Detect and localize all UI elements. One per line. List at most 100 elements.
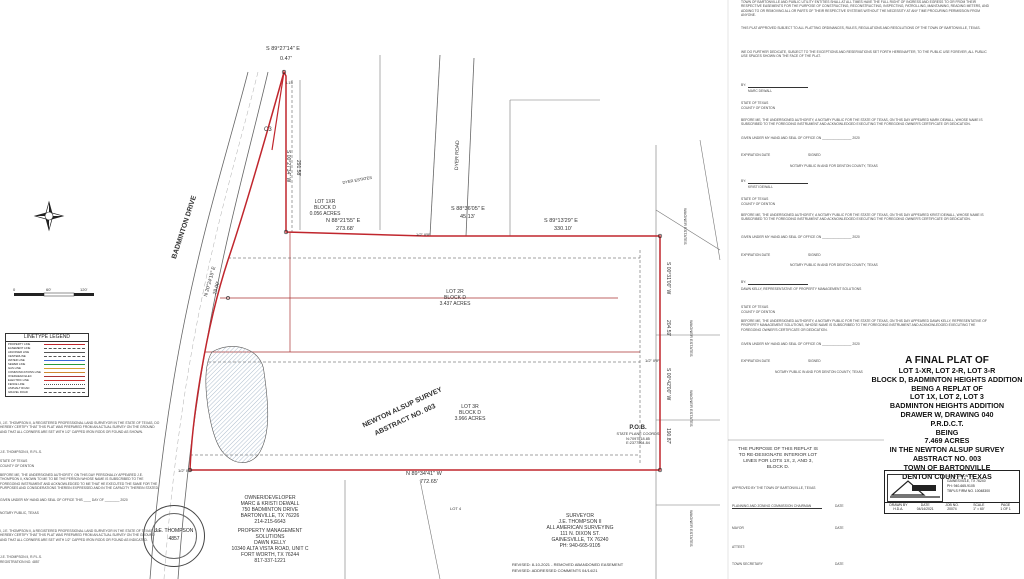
title-line: LOT 1X, LOT 2, LOT 3 (910, 392, 984, 402)
registration-number: REGISTRATION NO. 4857 (0, 560, 40, 564)
distance-south: 772.65' (420, 479, 438, 485)
sheet-drawn-header: DRAWN BY (889, 503, 908, 507)
pm-name: DAWN KELLY (254, 540, 286, 546)
owner-address-2: BARTONVILLE, TX 76226 (240, 513, 300, 519)
surveyor-address-2: GAINESVILLE, TX 76240 (551, 537, 609, 543)
title-line: BEING (935, 427, 959, 437)
distance-lot2-north: 330.10' (554, 226, 572, 232)
legend-item: ASPHALT ROAD (6, 386, 88, 390)
scale-bar (14, 292, 94, 297)
signed-label: SIGNED (808, 253, 821, 257)
north-arrow-icon (33, 200, 65, 232)
pob-coords: STATE PLANE COORDS (616, 432, 660, 436)
monument (187, 467, 193, 473)
sheet-job-value: 20074 (947, 507, 957, 511)
adjoiner-label: WAGNER ESTATES (689, 390, 694, 427)
pob-northing: N:7097518.85 (626, 436, 650, 441)
surveyor-certificate: I, J.E. THOMPSON II, A REGISTERED PROFES… (0, 421, 160, 434)
notary-public-label: NOTARY PUBLIC IN AND FOR DENTON COUNTY, … (790, 263, 878, 267)
surveyor-phone: PH: 940-665-9105 (559, 543, 601, 549)
by-label: BY: (741, 83, 747, 87)
surveyor-certificate-2: I, J.E. THOMPSON II, A REGISTERED PROFES… (0, 529, 160, 542)
adjoiner-label: WAGNER ESTATES (683, 208, 688, 245)
monument (657, 233, 663, 239)
title-line: IN THE NEWTON ALSUP SURVEY (889, 445, 1005, 455)
pob-label: P.O.B. STATE PLANE COORDS N:7097518.85 E… (616, 425, 660, 446)
pond (205, 346, 269, 463)
irf-label: 1/2" IRF (416, 232, 431, 237)
state-label: STATE OF TEXAS (741, 305, 769, 309)
pm-phone: 817-337-1221 (254, 558, 286, 564)
adjoiner-label: WAGNER ESTATES (689, 510, 694, 547)
town-approval: APPROVED BY THE TOWN OF BARTONVILLE, TEX… (732, 486, 816, 490)
monument (281, 69, 287, 75)
lot2-block: BLOCK D (444, 295, 466, 301)
purpose-line: BLOCK D. (766, 465, 790, 470)
sheet-job-header: JOB NO. (945, 503, 959, 507)
bearing-road-south: S 88°36'05" E (451, 206, 485, 212)
sheet-scale-value: 1" = 60' (973, 507, 985, 511)
owner-heading: OWNER/DEVELOPER (244, 495, 296, 501)
title-line: P.R.D.C.T. (930, 418, 964, 428)
scale-zero: 0 (13, 287, 16, 292)
pm-heading-2: SOLUTIONS (255, 534, 285, 540)
by-label: BY: (741, 179, 747, 183)
pob-title: P.O.B. (629, 425, 647, 431)
representative-dawn: DAWN KELLY, REPRESENTATIVE OF PROPERTY M… (741, 287, 862, 291)
signature-line (748, 284, 808, 285)
revision-note: REVISED: 8-10-2021 - REMOVED ABANDONED E… (512, 562, 624, 567)
bearing-south: N 89°34'41" W (406, 471, 442, 477)
purpose-line: THE PURPOSE OF THIS REPLAT IS (738, 447, 818, 452)
curve-label: C3 (264, 127, 272, 133)
monument (226, 296, 230, 300)
sheet-address-2: GAINESVILLE, TX 76240 (947, 479, 986, 483)
county-label: COUNTY OF DENTON (741, 202, 776, 206)
notary-public-label: NOTARY PUBLIC IN AND FOR DENTON COUNTY, … (790, 164, 878, 168)
property-boundary (189, 69, 661, 471)
attest-label: ATTEST: (732, 545, 745, 549)
notary-kristi-text: BEFORE ME, THE UNDERSIGNED AUTHORITY, A … (741, 213, 984, 222)
approval-subject: THIS PLAT APPROVED SUBJECT TO ALL PLATTI… (741, 26, 981, 30)
sheet-date-value: 04/14/2021 (916, 507, 934, 511)
title-line: BEING A REPLAT OF (911, 383, 983, 393)
surveyor-seal: J.E. THOMPSON 4857 (143, 505, 205, 567)
surveyor-name: J.E. THOMPSON II (558, 519, 602, 525)
title-line: DRAWER W, DRAWING 040 (900, 409, 994, 419)
pm-address-1: 10340 ALTA VISTA ROAD, UNIT C (231, 546, 309, 552)
bearing-east-3: S 00°42'00" W (665, 368, 671, 401)
expiration-label: EXPIRATION DATE (741, 359, 771, 363)
title-line: DENTON COUNTY, TEXAS (902, 471, 992, 481)
sheet-info-headers: DRAWN BY DATE JOB NO. SCALE PAGE (885, 502, 1019, 508)
property-boundary-west (271, 71, 285, 151)
irf-label: 1/2" IRF (645, 358, 660, 363)
owner-marc: MARC DEWALL (748, 89, 773, 93)
surveyor-logo (887, 474, 943, 502)
seal-number: 4857 (168, 536, 180, 542)
distance-road-south: 45.13' (460, 214, 475, 220)
town-secretary-label: TOWN SECRETARY (732, 562, 763, 566)
plat-title-block: A FINAL PLAT OF LOT 1-XR, LOT 2-R, LOT 3… (870, 355, 1024, 481)
surveyor-address-1: 111 N. DIXON ST. (560, 531, 600, 537)
title-line: 7.469 ACRES (924, 436, 970, 446)
expiration-label: EXPIRATION DATE (741, 253, 771, 257)
bearing-east-lot1: S 00°27'34" W (285, 150, 291, 183)
distance-east-4: 190.87' (665, 428, 671, 445)
surveyor-company: ALL AMERICAN SURVEYING (546, 525, 614, 531)
signature-line (748, 87, 808, 88)
distance-top: 0.47' (280, 56, 292, 62)
bearing-lot2-north: S 89°13'29" E (544, 218, 578, 224)
distance-east-lot1: 291.58' (295, 160, 301, 177)
lot1-acres: 0.056 ACRES (309, 211, 341, 217)
pob-easting: E:2377564.84 (626, 441, 650, 446)
sheet-info-values: H.D.A. 04/14/2021 20074 1" = 60' 1 OF 1 (885, 507, 1019, 512)
state-label: STATE OF TEXAS (741, 101, 769, 105)
distance-east-2: 204.59' (665, 320, 671, 337)
scale-mid: 60' (46, 287, 52, 292)
adjoiner-label: WAGNER ESTATES (689, 320, 694, 357)
title-line: LOT 1-XR, LOT 2-R, LOT 3-R (898, 366, 996, 375)
sheet-drawn-value: H.D.A. (893, 507, 904, 511)
given-under-hand: GIVEN UNDER MY HAND AND SEAL OF OFFICE O… (741, 342, 860, 346)
owner-block: OWNER/DEVELOPER MARC & KRISTI DEWALL 750… (225, 495, 315, 525)
adjoiner-line (419, 479, 441, 579)
